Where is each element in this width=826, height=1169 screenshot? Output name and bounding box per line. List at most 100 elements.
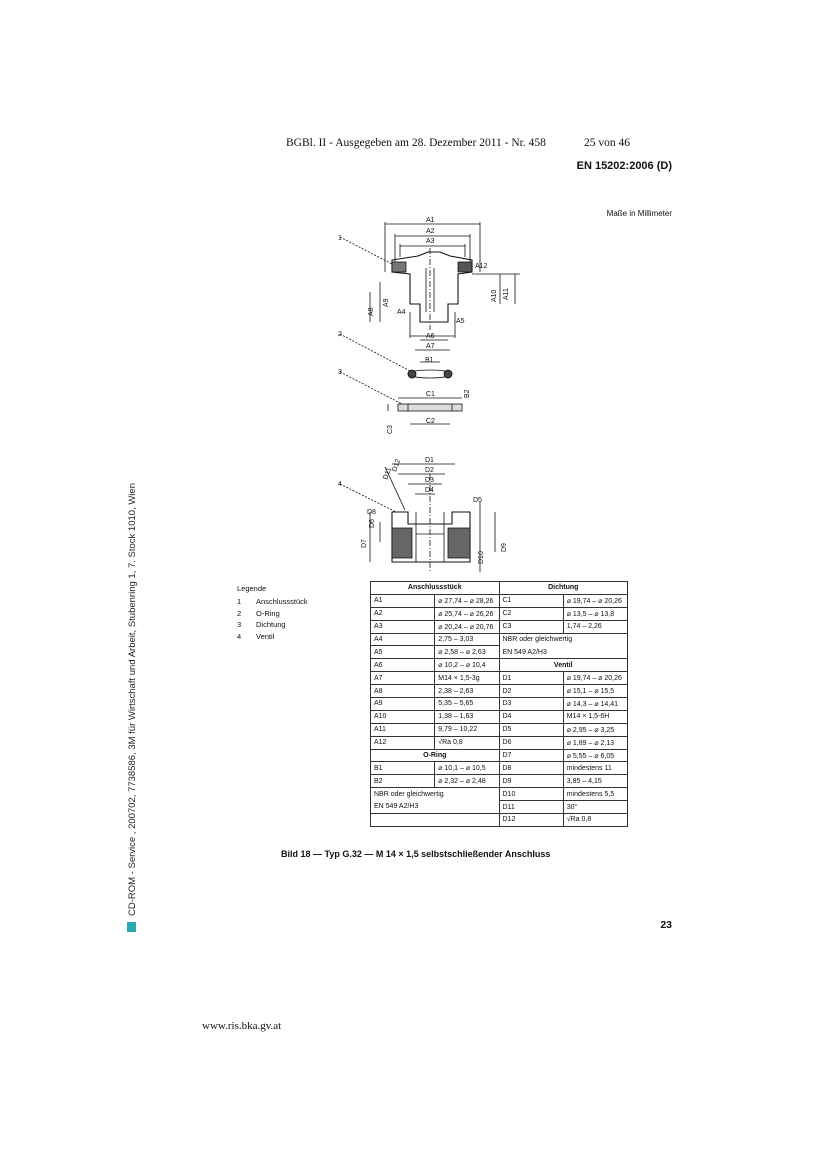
table-row: A2⌀ 25,74 – ⌀ 26,26 C2⌀ 13,5 – ⌀ 13,8 (369, 606, 629, 621)
technical-drawing: A1 A2 A3 A12 A11 A10 A9 A8 A4 A5 A6 A7 B… (338, 217, 520, 572)
table-key: A3 (369, 619, 436, 634)
header-ventil: Ventil (498, 658, 628, 673)
label-a8: A8 (368, 307, 375, 316)
table-row: A1⌀ 27,74 – ⌀ 28,26 C1⌀ 19,74 – ⌀ 20,26 (369, 593, 629, 608)
label-d1: D1 (425, 457, 434, 464)
table-key: D9 (498, 774, 564, 789)
table-value: ⌀ 15,1 – ⌀ 15,5 (562, 684, 629, 699)
table-key: B2 (369, 774, 436, 789)
table-key: A7 (369, 671, 436, 686)
table-value: √Ra 0,8 (562, 813, 629, 827)
label-a7: A7 (426, 343, 435, 350)
table-value: ⌀ 1,89 – ⌀ 2,13 (562, 735, 629, 750)
table-row: O-Ring D7⌀ 5,55 – ⌀ 6,05 (370, 748, 629, 763)
label-a12: A12 (475, 263, 488, 270)
table-value: 2,38 – 2,63 (434, 684, 500, 699)
side-imprint: CD-ROM - Service , 200702, 7738586, 3M f… (127, 483, 138, 932)
label-c2: C2 (426, 418, 435, 425)
table-key: A5 (369, 645, 436, 660)
oring-norm: EN 549 A2/H3 (370, 800, 500, 815)
label-d3: D3 (425, 477, 434, 484)
table-value: ⌀ 2,58 – ⌀ 2,63 (434, 645, 500, 660)
table-key: D6 (498, 735, 564, 750)
page-number: 23 (660, 919, 672, 931)
table-key: C2 (498, 606, 564, 621)
legend-label: Anschlussstück (256, 597, 308, 607)
label-d8: D8 (367, 509, 376, 516)
table-key: D1 (498, 671, 564, 686)
legend-num: 1 (237, 597, 242, 607)
table-row: A6⌀ 10,2 – ⌀ 10,4 Ventil (369, 658, 628, 673)
table-value: 1,74 – 2,26 (562, 619, 629, 634)
table-value: ⌀ 14,3 – ⌀ 14,41 (562, 697, 629, 711)
table-value: ⌀ 13,5 – ⌀ 13,8 (562, 606, 629, 621)
table-key: D11 (498, 800, 564, 815)
table-row: D12√Ra 0,8 (370, 813, 629, 827)
label-a9: A9 (383, 298, 390, 307)
table-value: ⌀ 20,24 – ⌀ 20,76 (434, 619, 500, 634)
table-value: 2,75 – 3,03 (434, 632, 500, 647)
table-row: Anschlussstück Dichtung (370, 581, 628, 595)
table-value: √Ra 0,8 (434, 735, 500, 750)
label-d4: D4 (425, 487, 434, 494)
table-key: D8 (498, 761, 564, 776)
label-d12: D12 (391, 458, 402, 473)
table-value: ⌀ 5,55 – ⌀ 6,05 (562, 748, 629, 763)
table-value: ⌀ 19,74 – ⌀ 20,26 (562, 593, 629, 608)
table-key: D7 (498, 748, 564, 763)
callout-1: 1 (338, 235, 342, 242)
table-key: D4 (498, 709, 564, 724)
table-key: A8 (369, 684, 436, 699)
side-imprint-text: CD-ROM - Service , 200702, 7738586, 3M f… (127, 483, 138, 916)
table-value: 3,85 – 4,15 (562, 774, 629, 789)
table-key: D10 (498, 787, 564, 802)
table-value: ⌀ 19,74 – ⌀ 20,26 (562, 671, 629, 686)
oring-material: NBR oder gleichwertig (370, 787, 500, 801)
label-a4: A4 (397, 309, 406, 316)
legend-title: Legende (237, 584, 267, 593)
table-value: 5,35 – 5,65 (434, 697, 500, 711)
label-a11: A11 (503, 288, 510, 300)
dimensions-table: Anschlussstück Dichtung A1⌀ 27,74 – ⌀ 28… (369, 581, 629, 827)
empty-cell (370, 813, 500, 827)
label-a10: A10 (491, 289, 498, 302)
callout-3: 3 (338, 369, 342, 376)
gazette-line: BGBl. II - Ausgegeben am 28. Dezember 20… (286, 137, 546, 149)
label-a2: A2 (426, 228, 435, 235)
table-value: M14 × 1,5-3g (434, 671, 500, 686)
table-key: A12 (369, 735, 436, 750)
table-key: A4 (369, 632, 436, 647)
standard-id: EN 15202:2006 (D) (576, 160, 672, 172)
label-d2: D2 (425, 467, 434, 474)
table-key: D12 (498, 813, 564, 827)
page-of-count: 25 von 46 (584, 137, 630, 149)
legend-item: 1 Anschlussstück (237, 596, 308, 608)
figure-caption: Bild 18 — Typ G.32 — M 14 × 1,5 selbstsc… (281, 849, 551, 859)
label-c3: C3 (387, 425, 394, 434)
table-key: B1 (369, 761, 436, 776)
callout-2: 2 (338, 331, 342, 338)
label-c1: C1 (426, 391, 435, 398)
label-d5: D5 (473, 497, 482, 504)
label-d9: D9 (501, 543, 508, 552)
table-value: ⌀ 27,74 – ⌀ 28,26 (434, 593, 500, 608)
cd-rom-logo-icon (127, 922, 136, 932)
label-d7: D7 (361, 539, 368, 548)
dichtung-norm: EN 549 A2/H3 (498, 645, 628, 660)
label-a5: A5 (456, 318, 465, 325)
footer-url: www.ris.bka.gv.at (202, 1020, 282, 1032)
table-key: A9 (369, 697, 436, 711)
legend-label: Dichtung (256, 620, 286, 630)
label-d10: D10 (478, 551, 485, 564)
table-value: ⌀ 10,1 – ⌀ 10,5 (434, 761, 500, 776)
table-value: mindestens 5,5 (562, 787, 629, 802)
label-d6: D6 (369, 519, 376, 528)
